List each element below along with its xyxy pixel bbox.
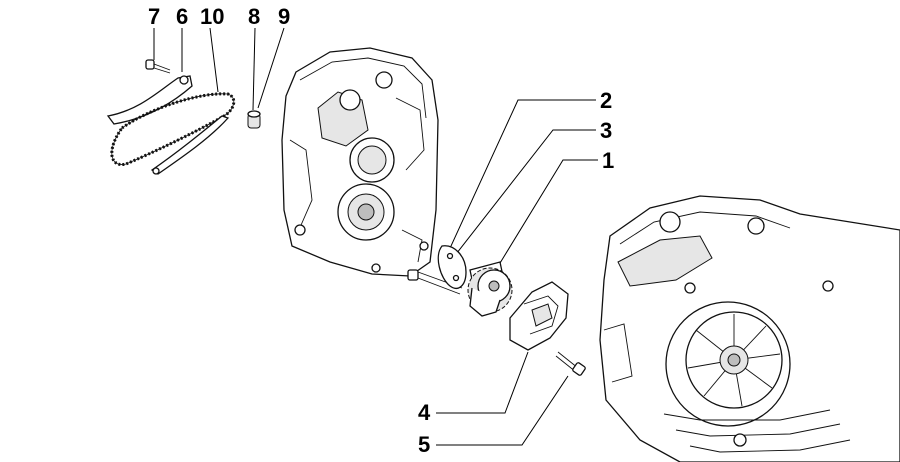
leader-lines xyxy=(153,27,598,446)
callout-9[interactable]: 9 xyxy=(278,4,290,29)
callout-7[interactable]: 7 xyxy=(148,4,160,29)
left-crankcase-half xyxy=(281,47,439,277)
chain-tensioner-part-6 xyxy=(106,75,193,125)
callout-3[interactable]: 3 xyxy=(600,118,612,143)
bushing-part-9 xyxy=(247,110,261,129)
callout-8[interactable]: 8 xyxy=(248,4,260,29)
callout-10[interactable]: 10 xyxy=(200,4,224,29)
callout-2[interactable]: 2 xyxy=(600,88,612,113)
pump-cover-part-4 xyxy=(509,281,569,351)
screw-part-5 xyxy=(555,351,586,376)
callout-6[interactable]: 6 xyxy=(176,4,188,29)
screw-part-7 xyxy=(145,59,171,74)
oil-pump-gear-part-1 xyxy=(467,261,513,317)
gasket-part-3 xyxy=(437,245,467,289)
callout-1[interactable]: 1 xyxy=(602,148,614,173)
chain-guide-part-8 xyxy=(150,115,230,175)
callout-4[interactable]: 4 xyxy=(418,400,431,425)
right-crankcase-half xyxy=(599,195,900,462)
callout-5[interactable]: 5 xyxy=(418,432,430,457)
